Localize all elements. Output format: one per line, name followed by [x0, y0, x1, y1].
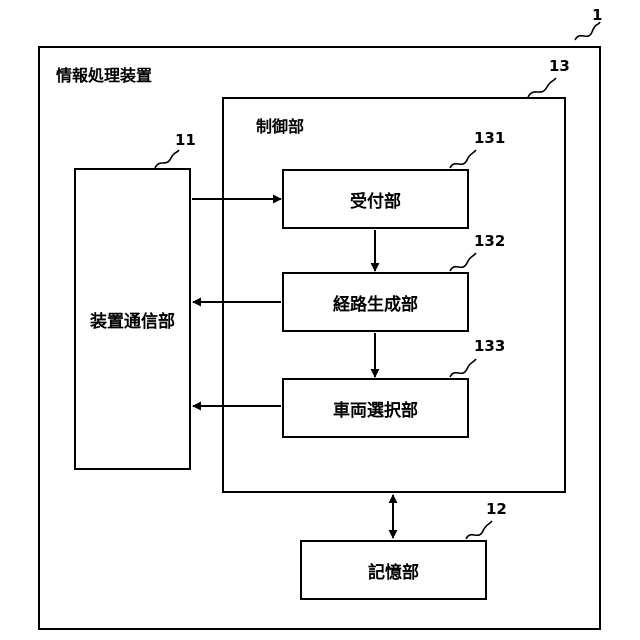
leader-storage-unit: [466, 521, 492, 539]
leader-comm-unit: [155, 150, 179, 168]
leader-route-generation-unit: [450, 253, 476, 271]
leader-control-unit: [528, 78, 556, 97]
leader-device: [575, 22, 600, 40]
leader-vehicle-selection-unit: [450, 359, 476, 377]
leader-reception-unit: [450, 150, 476, 168]
